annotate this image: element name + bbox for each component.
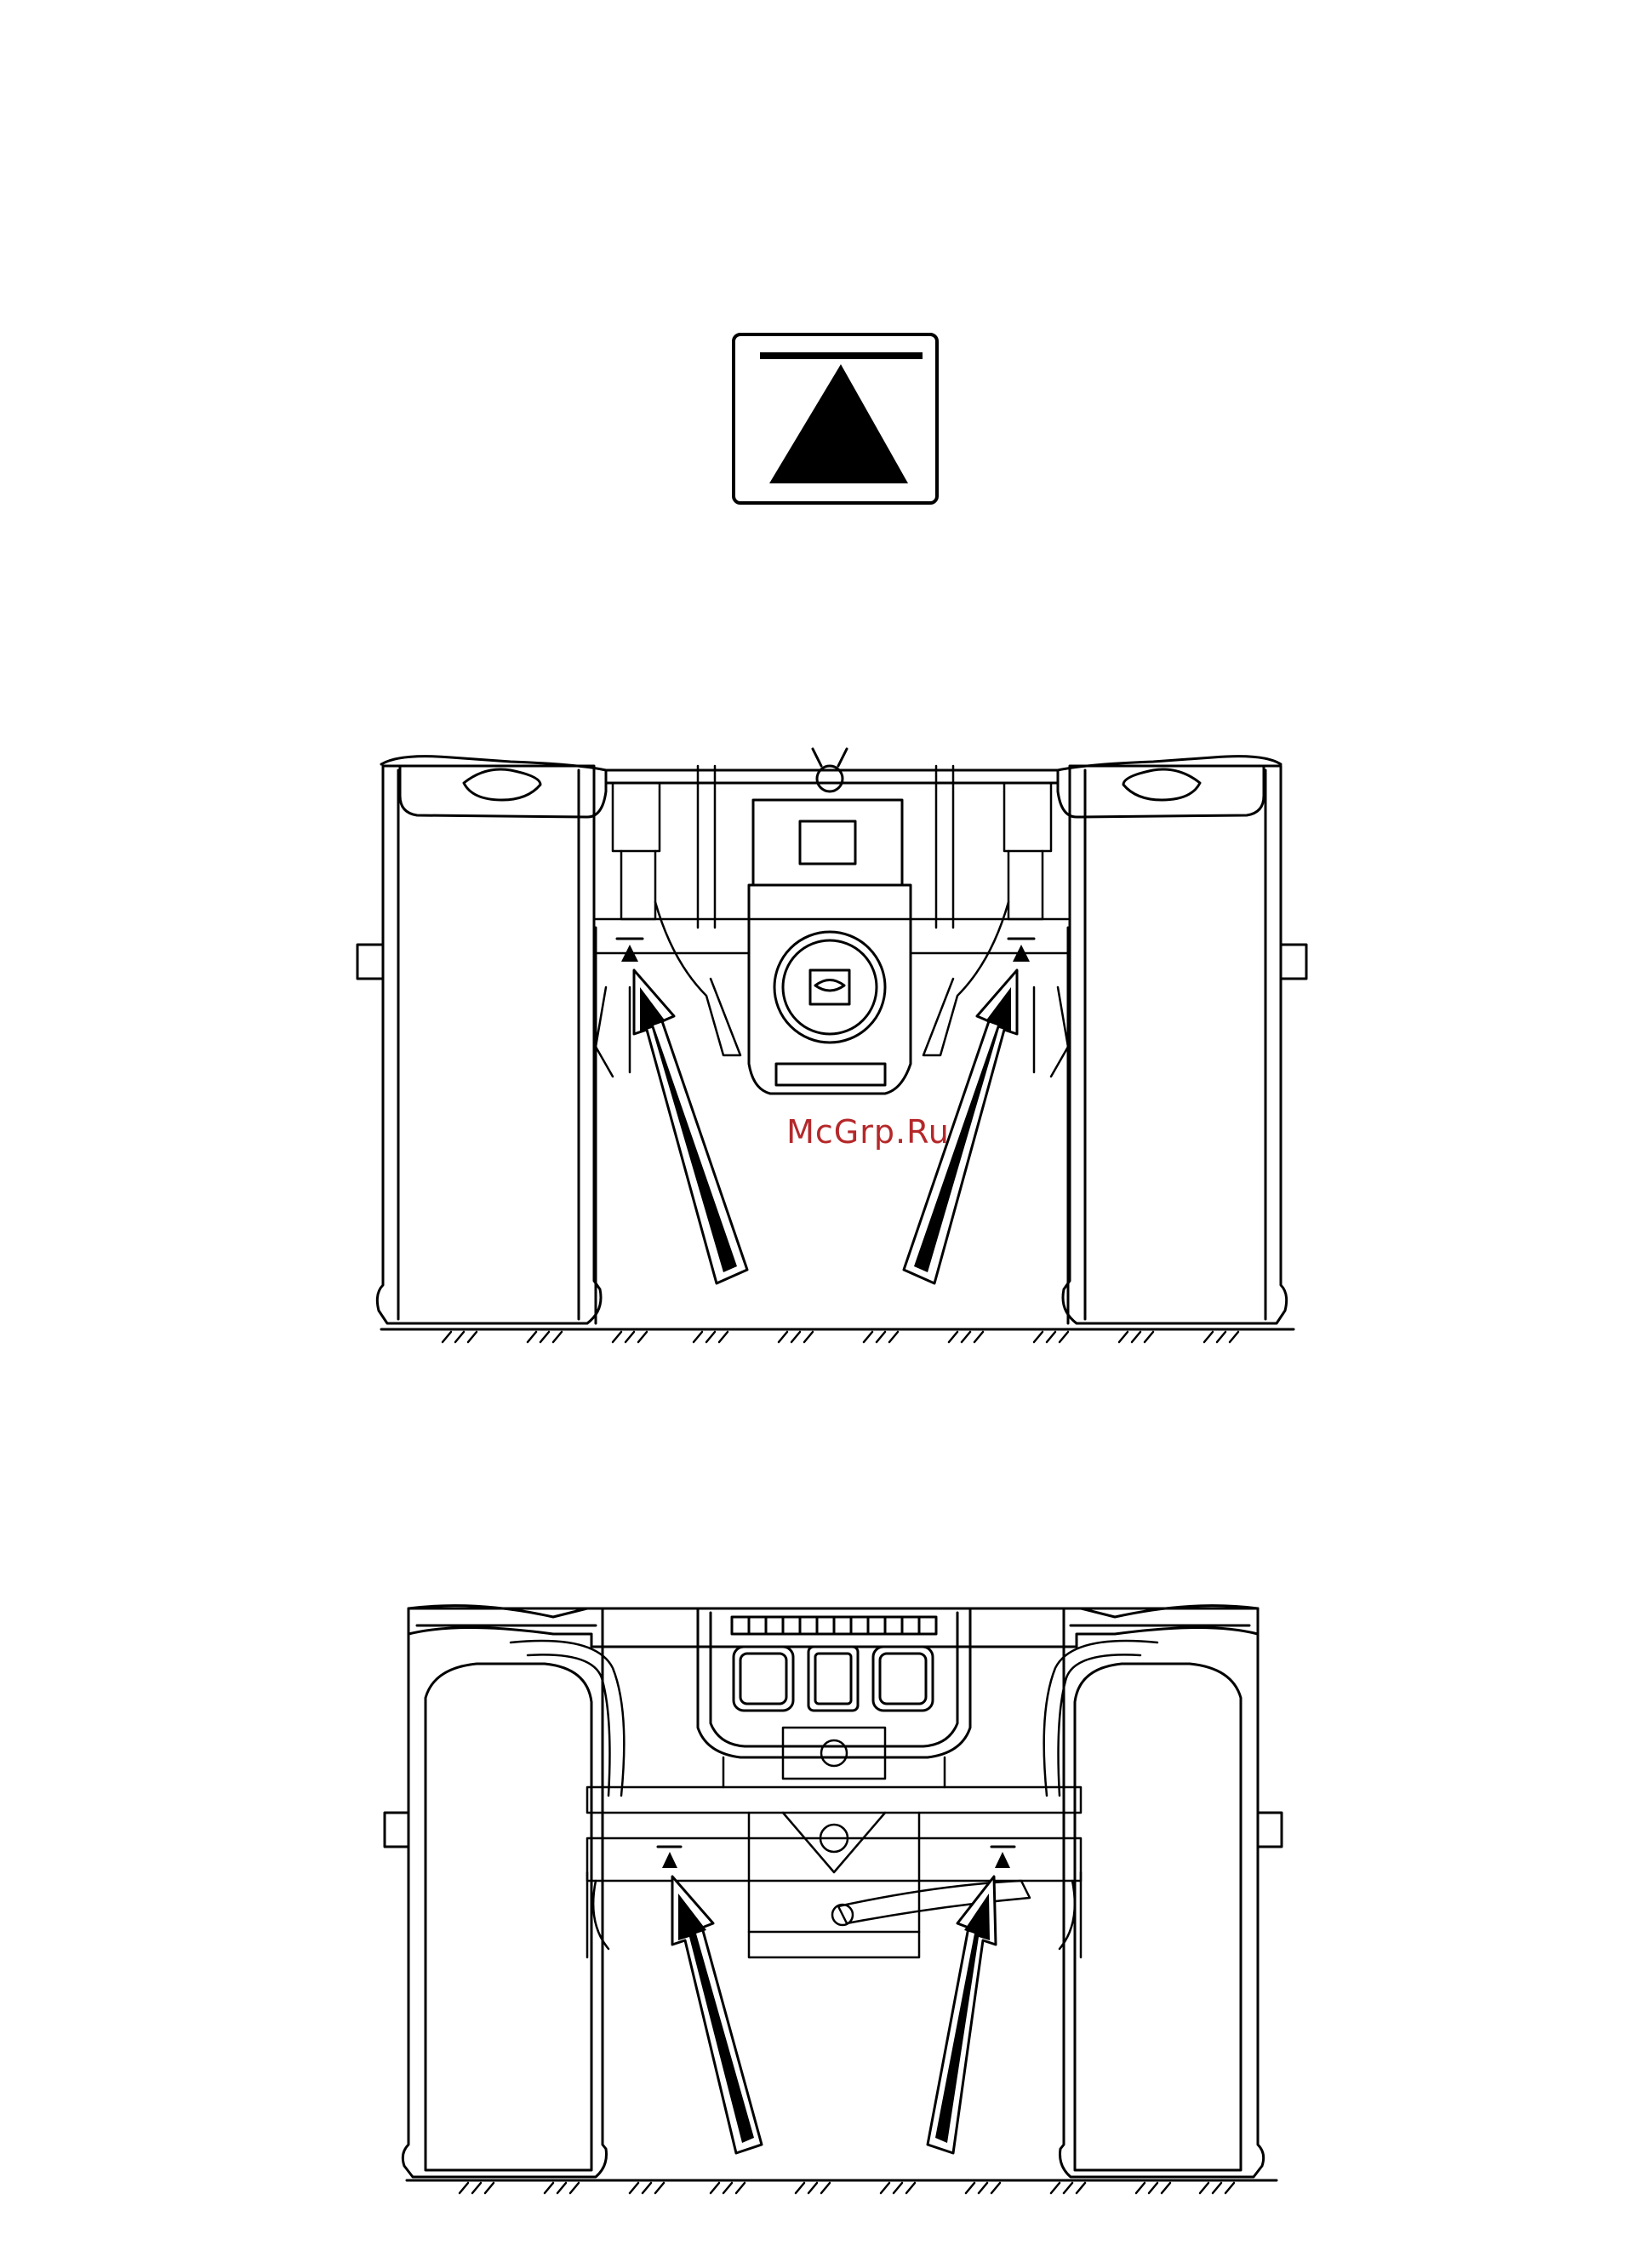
ground-hatch [460,2183,1234,2193]
rear-left-arrow [634,970,747,1283]
watermark-text: McGrp.Ru [740,1106,996,1157]
rear-right-jack-marker [1008,939,1034,962]
left-rear-tire [357,766,601,1323]
front-left-jack-marker [658,1847,681,1868]
right-rear-tire [1063,766,1306,1323]
front-right-arrow [928,1877,996,2153]
ground-hatch [443,1332,1238,1342]
front-grille [698,1608,970,1757]
front-right-jack-marker [991,1847,1014,1868]
front-frame [511,1641,1157,1957]
right-front-tire [1060,1608,1283,2177]
front-view-tractor [385,1606,1282,2193]
rear-view-tractor [357,749,1306,1342]
jacking-point-symbol-icon [734,334,937,503]
rear-left-jack-marker [617,939,643,962]
left-front-tire [385,1608,607,2177]
